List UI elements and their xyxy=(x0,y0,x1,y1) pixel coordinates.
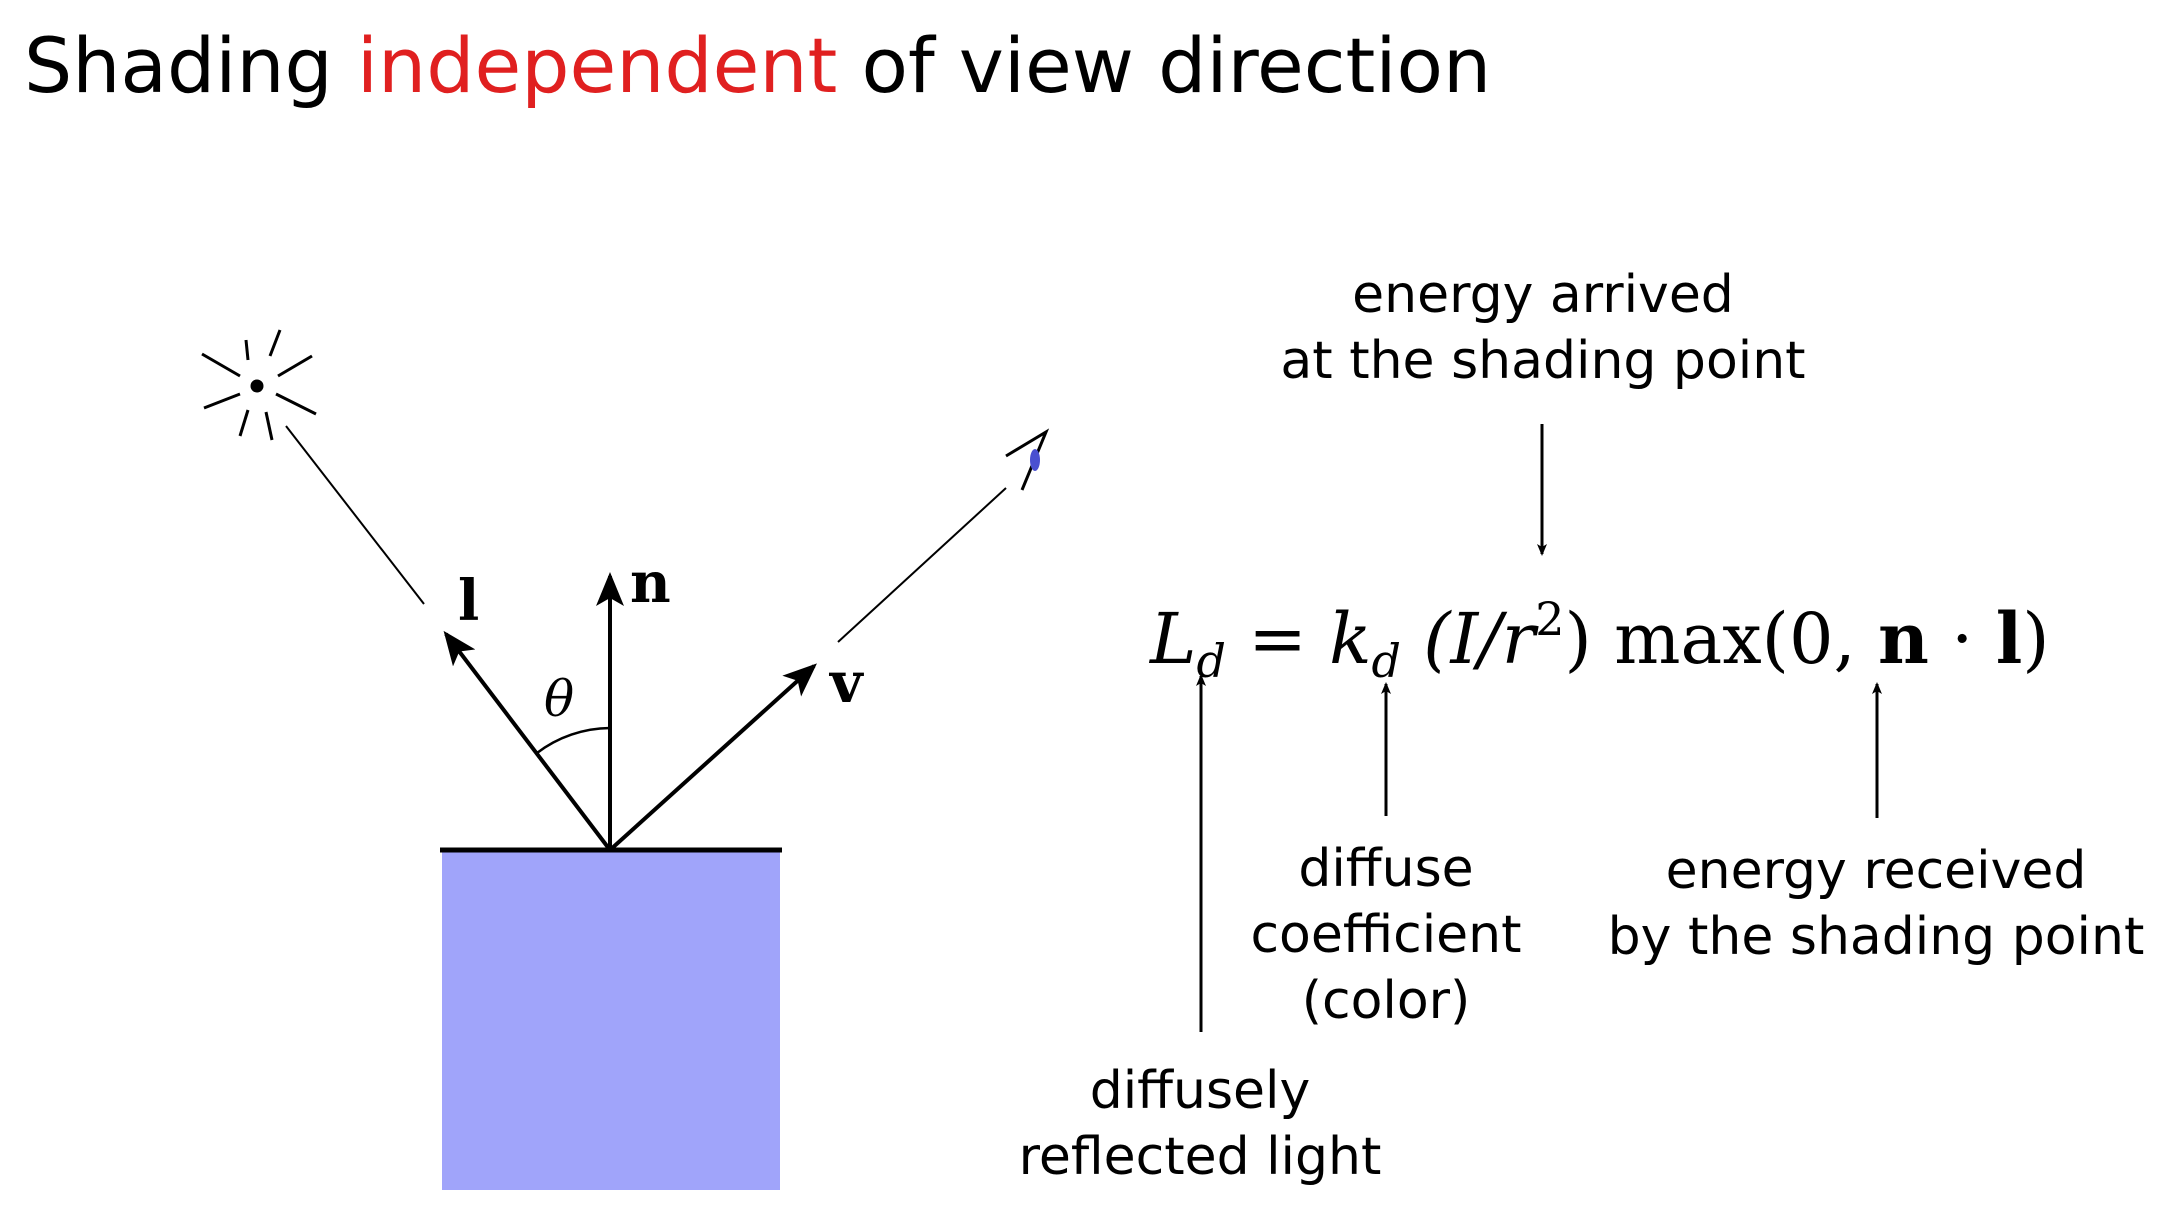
annotation-diffusely-line-2: reflected light xyxy=(1018,1127,1382,1187)
light-source-icon xyxy=(201,329,317,441)
eye-icon xyxy=(1005,428,1050,491)
diffuse-equation: Ld = kd (I/r2) max(0, n · l) xyxy=(1150,574,2050,706)
annotation-coefficient-line-3: (color) xyxy=(1301,971,1471,1031)
eq-exponent: 2 xyxy=(1535,592,1565,646)
annotation-energy-arrived: energy arrived at the shading point xyxy=(1270,262,1816,394)
angle-arc xyxy=(536,726,611,754)
eq-L-sub: d xyxy=(1196,634,1226,688)
title-suffix: of view direction xyxy=(837,21,1492,110)
light-vector xyxy=(443,630,612,852)
annotation-coefficient-line-2: coefficient xyxy=(1250,905,1522,965)
view-vector xyxy=(608,663,817,852)
annotation-energy-received: energy received by the shading point xyxy=(1606,838,2146,970)
eq-l: l xyxy=(1995,597,2023,680)
surface-block xyxy=(442,850,780,1190)
angle-label: θ xyxy=(544,670,574,728)
eq-n: n xyxy=(1878,597,1929,680)
eq-L: L xyxy=(1150,598,1197,680)
annotation-energy-arrived-line-1: energy arrived xyxy=(1352,265,1734,325)
view-ray xyxy=(837,487,1007,643)
eq-equals: = xyxy=(1225,598,1330,680)
annotation-received-line-1: energy received xyxy=(1665,841,2087,901)
title-highlight: independent xyxy=(356,21,838,110)
title-prefix: Shading xyxy=(24,21,357,110)
annotation-received-line-2: by the shading point xyxy=(1607,907,2145,967)
light-vector-label: l xyxy=(458,568,479,634)
eq-k-sub: d xyxy=(1371,634,1401,688)
normal-vector-label: n xyxy=(630,550,671,616)
annotation-diffusely-reflected: diffusely reflected light xyxy=(1000,1058,1400,1190)
annotation-diffusely-line-1: diffusely xyxy=(1089,1061,1311,1121)
light-ray xyxy=(285,425,425,605)
eq-max: max(0, xyxy=(1591,598,1879,680)
annotation-energy-arrived-line-2: at the shading point xyxy=(1280,331,1806,391)
annotation-coefficient-line-1: diffuse xyxy=(1298,839,1474,899)
view-vector-label: v xyxy=(828,650,864,716)
eq-intensity: (I/r xyxy=(1400,598,1536,680)
slide-title: Shading independent of view direction xyxy=(24,18,1491,114)
eq-close: ) xyxy=(2022,598,2050,680)
annotation-diffuse-coefficient: diffuse coefficient (color) xyxy=(1240,836,1532,1034)
eq-intensity-close: ) xyxy=(1564,598,1592,680)
eq-dot: · xyxy=(1928,598,1996,680)
eq-k: k xyxy=(1329,598,1372,680)
